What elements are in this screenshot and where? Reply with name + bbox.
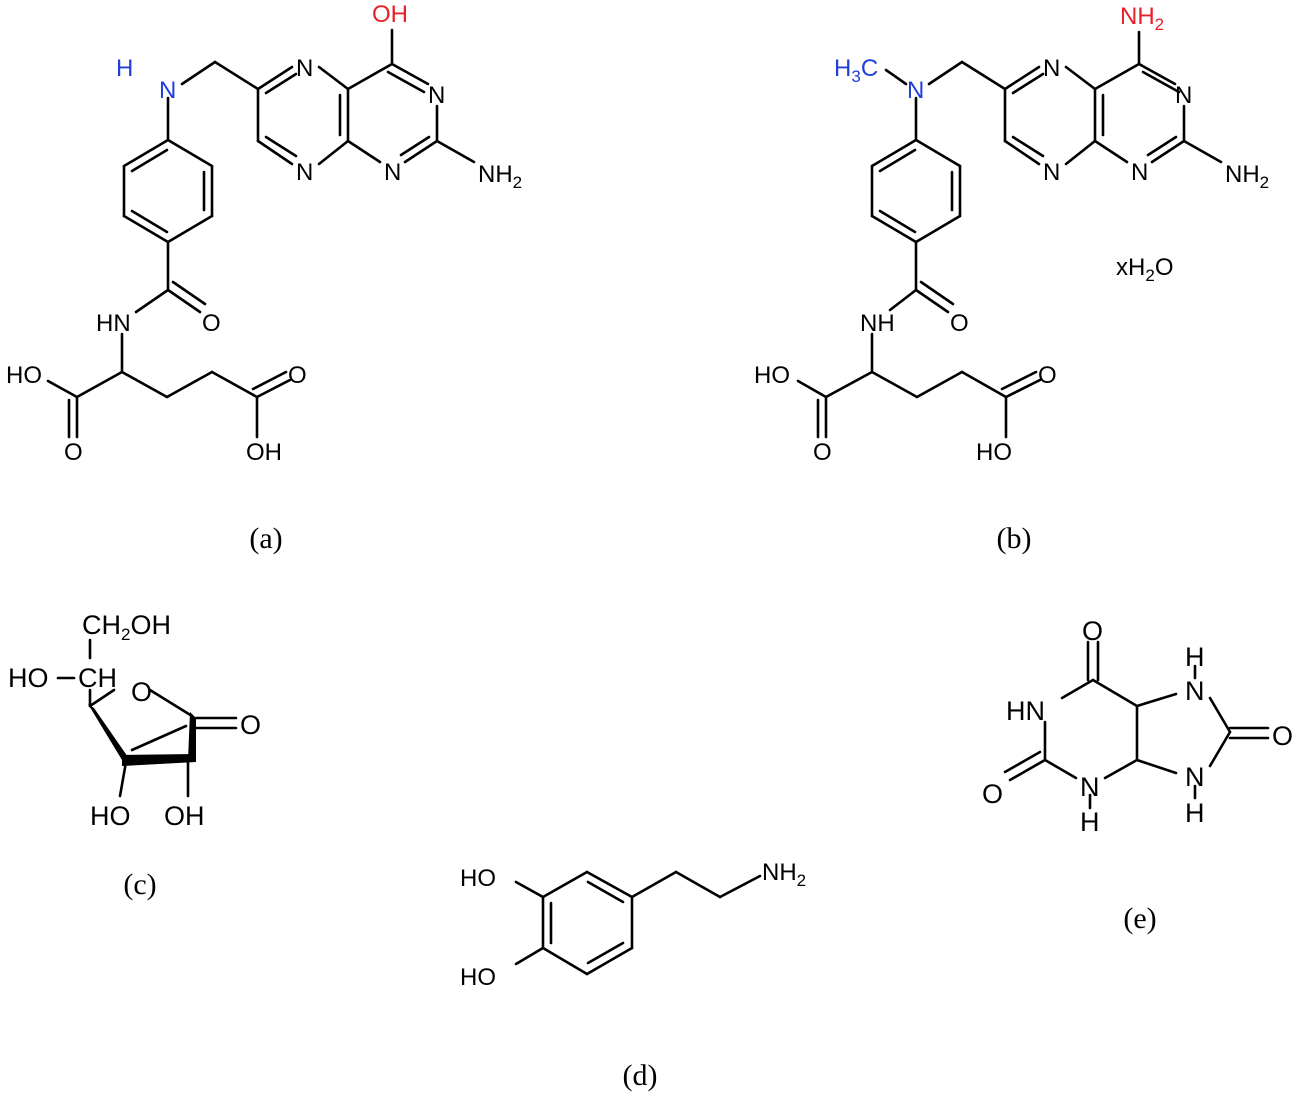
- atom-n: N: [1185, 762, 1205, 792]
- atom-ho: HO: [8, 663, 49, 693]
- atom-hn: HN: [1006, 696, 1045, 726]
- atom-o: O: [813, 439, 832, 466]
- atom-ch2oh: CH2OH: [82, 610, 171, 644]
- atom-n: N: [1185, 676, 1205, 706]
- atom-ho-top: HO: [460, 865, 496, 892]
- atom-n: N: [296, 159, 313, 186]
- atom-h: H: [1185, 798, 1205, 828]
- atom-ho: HO: [90, 801, 131, 831]
- atom-nh2: NH2: [478, 161, 522, 192]
- atom-n: N: [1080, 772, 1100, 802]
- caption-d: (d): [623, 1059, 658, 1092]
- atom-n: N: [384, 159, 401, 186]
- atom-o: O: [64, 439, 83, 466]
- atom-oh: OH: [246, 439, 282, 466]
- hydrate-label: xH2O: [1116, 254, 1173, 285]
- atom-n-amine: N: [159, 77, 176, 104]
- atom-n: N: [428, 82, 445, 109]
- atom-nh2: NH2: [762, 859, 806, 890]
- structure-e: O HN H N O O N H N H: [982, 616, 1293, 837]
- structure-a: H N OH N N N N NH2 HN O HO O O OH: [6, 1, 522, 466]
- structure-b: H3C N NH2 N N N N NH2 xH2O NH O HO O O H…: [754, 3, 1269, 466]
- atom-o-ring: O: [131, 677, 152, 707]
- atom-oh-red: OH: [372, 1, 408, 28]
- structure-c: CH2OH HO CH O O HO OH: [8, 610, 261, 831]
- atom-n: N: [1131, 159, 1148, 186]
- atom-h: H: [116, 55, 133, 82]
- atom-o-right: O: [1272, 721, 1293, 751]
- atom-n-methyl: N: [907, 77, 924, 104]
- atom-o-left: O: [982, 779, 1003, 809]
- atom-n: N: [1175, 82, 1192, 109]
- atom-nh-amide: NH: [860, 310, 895, 337]
- caption-a: (a): [249, 522, 282, 555]
- atom-ho: HO: [976, 439, 1012, 466]
- atom-oh: OH: [164, 801, 205, 831]
- atom-nh2-red: NH2: [1120, 3, 1164, 34]
- atom-h: H: [1185, 642, 1205, 672]
- atom-o: O: [1038, 362, 1057, 389]
- structure-d: HO HO NH2: [460, 859, 806, 991]
- caption-e: (e): [1123, 902, 1156, 935]
- atom-o-amide: O: [202, 310, 221, 337]
- atom-n: N: [1043, 55, 1060, 82]
- atom-o: O: [288, 362, 307, 389]
- atom-ho: HO: [6, 362, 42, 389]
- atom-h: H: [1080, 807, 1100, 837]
- atom-ho-bottom: HO: [460, 964, 496, 991]
- caption-b: (b): [997, 522, 1032, 555]
- atom-ho: HO: [754, 362, 790, 389]
- atom-n: N: [1043, 159, 1060, 186]
- caption-c: (c): [123, 868, 156, 901]
- atom-n: N: [296, 55, 313, 82]
- atom-o-carbonyl: O: [240, 710, 261, 740]
- atom-ch: CH: [78, 663, 117, 693]
- atom-nh2: NH2: [1225, 161, 1269, 192]
- atom-h3c: H3C: [834, 55, 878, 86]
- atom-hn-amide: HN: [96, 310, 131, 337]
- atom-o-amide: O: [950, 310, 969, 337]
- atom-o-top: O: [1082, 616, 1103, 646]
